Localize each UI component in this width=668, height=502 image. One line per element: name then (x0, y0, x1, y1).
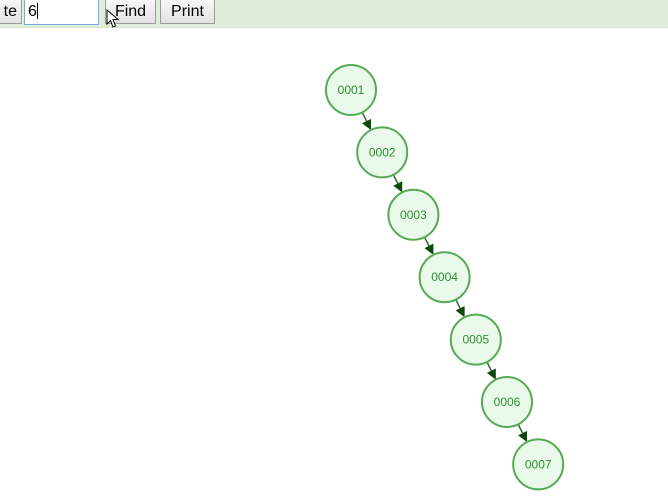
tree-node-circle[interactable] (512, 438, 565, 491)
tree-node-label: 0002 (369, 145, 396, 159)
text-caret (36, 3, 38, 19)
tree-node-label: 0003 (400, 208, 427, 222)
tree-edge (423, 236, 430, 247)
tree-node-circle[interactable] (449, 313, 502, 366)
tree-node[interactable]: 0005 (449, 313, 502, 366)
value-input[interactable]: 6 (24, 0, 99, 25)
tree-node-label: 0006 (494, 395, 521, 409)
tree-node-circle[interactable] (481, 376, 533, 428)
edge-arrowhead (424, 243, 434, 255)
tree-node[interactable]: 0006 (481, 376, 533, 428)
edge-arrowhead (362, 118, 372, 131)
print-button[interactable]: Print (160, 0, 215, 24)
value-input-text: 6 (28, 3, 37, 20)
tree-nodes: 0001 0002 0003 0004 0005 0006 0007 (325, 64, 565, 491)
tree-node-label: 0001 (338, 83, 365, 97)
edge-arrowhead (393, 181, 403, 193)
mouse-pointer-icon (106, 9, 120, 28)
tree-edge (486, 361, 493, 372)
tree-node-label: 0004 (431, 270, 458, 284)
edge-arrowhead (486, 368, 496, 380)
edge-arrowhead (455, 306, 465, 318)
tree-edge (517, 424, 524, 434)
tree-edge (361, 112, 368, 122)
tree-edge (392, 174, 399, 184)
tree-node-label: 0007 (525, 457, 552, 471)
tree-node-circle[interactable] (418, 251, 471, 304)
tree-node-circle[interactable] (387, 188, 440, 241)
tree-node[interactable]: 0003 (387, 188, 440, 241)
edge-arrowhead (518, 430, 528, 443)
delete-button[interactable]: te (0, 0, 22, 24)
tree-node[interactable]: 0001 (325, 64, 377, 116)
tree-node-circle[interactable] (356, 126, 409, 179)
tree-node[interactable]: 0002 (356, 126, 409, 179)
tree-node-circle[interactable] (325, 64, 377, 116)
tree-node[interactable]: 0007 (512, 438, 565, 491)
tree-node[interactable]: 0004 (418, 251, 471, 304)
tree-edges (361, 112, 528, 443)
tree-node-label: 0005 (462, 333, 489, 347)
tree-edge (455, 299, 461, 309)
